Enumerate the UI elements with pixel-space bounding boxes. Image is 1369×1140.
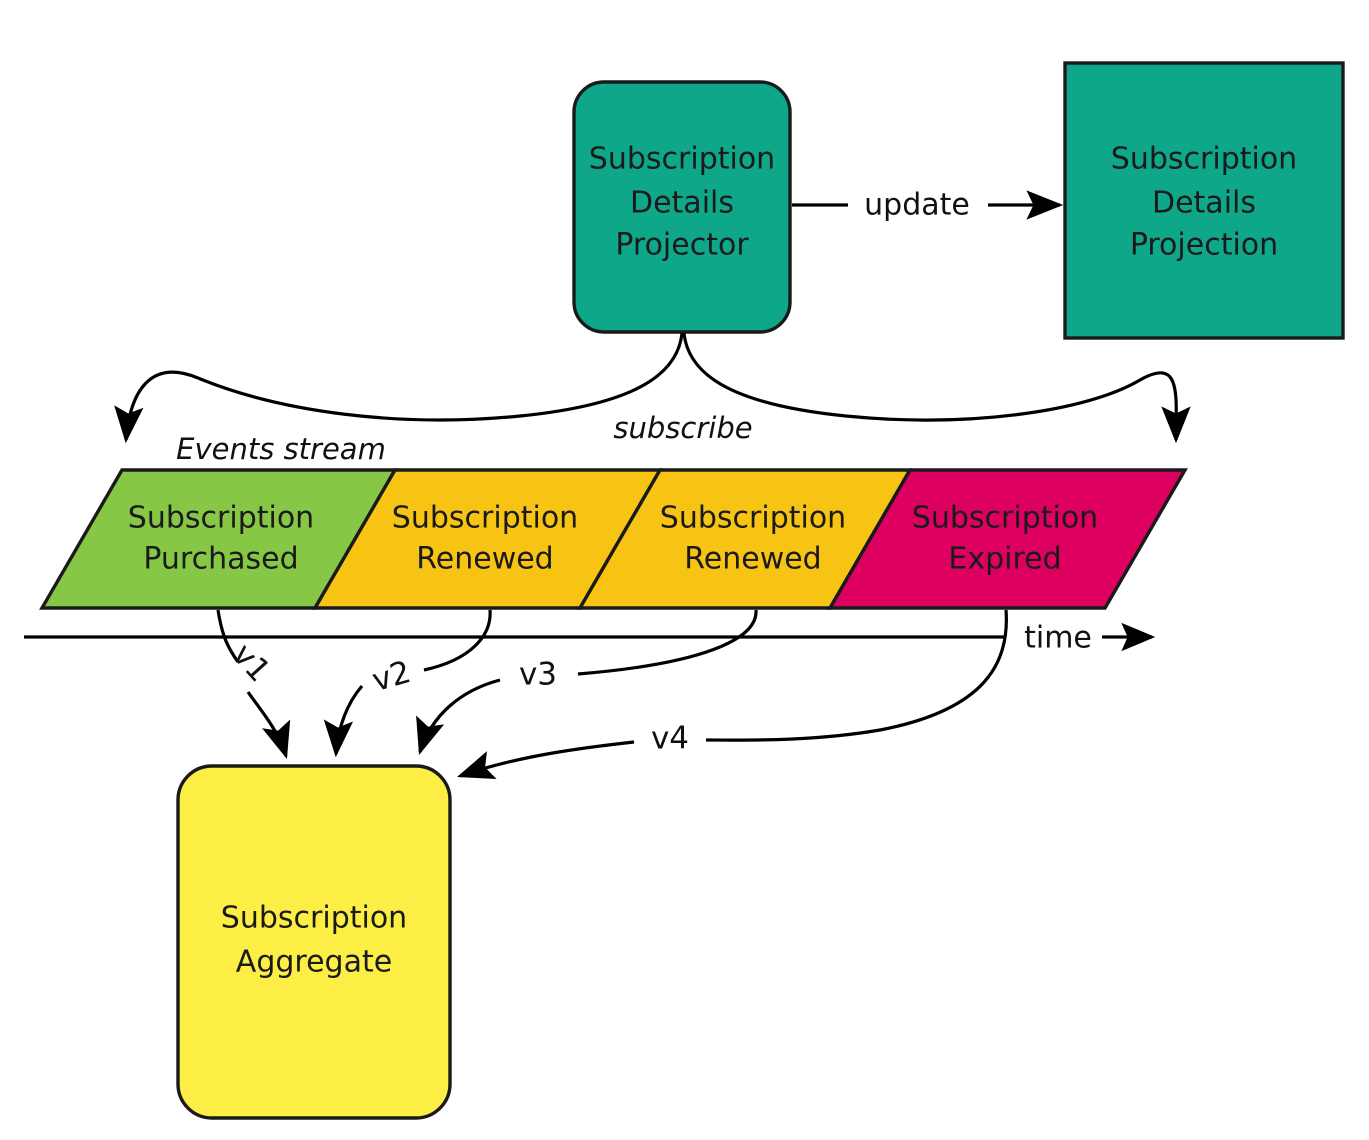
v4-line-lower-arrow	[456, 740, 635, 779]
event-label-2-line1: Subscription	[660, 501, 846, 536]
version-edge-v4: v4	[456, 609, 1008, 779]
projector-label-line1: Subscription	[589, 142, 775, 177]
subscribe-arrow-left	[114, 332, 684, 444]
update-label: update	[864, 188, 970, 223]
event-segment-1[interactable]: Subscription Renewed	[312, 468, 663, 610]
v4-label: v4	[651, 721, 689, 757]
event-label-1-line1: Subscription	[392, 501, 578, 536]
version-edge-v2: v2	[323, 609, 492, 758]
events-stream-label: Events stream	[176, 432, 386, 466]
aggregate-label-line1: Subscription	[221, 901, 407, 936]
event-label-1-line2: Renewed	[416, 542, 553, 577]
v3-line-lower-arrow	[416, 678, 501, 756]
subscribe-arrow-right	[682, 332, 1191, 444]
event-shape-3[interactable]	[827, 468, 1188, 610]
v1-label: v1	[225, 637, 277, 689]
v1-line-upper	[216, 609, 240, 663]
aggregate-box[interactable]	[176, 764, 452, 1120]
v3-label: v3	[519, 657, 557, 693]
event-label-3-line2: Expired	[948, 542, 1061, 577]
event-label-2-line2: Renewed	[684, 542, 821, 577]
event-label-0-line1: Subscription	[128, 501, 314, 536]
v2-line-upper	[423, 609, 492, 672]
v2-line-lower-arrow	[323, 684, 364, 758]
projection-label-line2: Details	[1152, 186, 1256, 221]
event-segment-0[interactable]: Subscription Purchased	[39, 468, 398, 610]
projector-label-line2: Details	[630, 186, 734, 221]
projection-label-line3: Projection	[1130, 228, 1278, 263]
projector-box[interactable]	[572, 80, 792, 334]
v1-line-lower-arrow	[246, 691, 291, 760]
edge-update: update	[792, 188, 1064, 223]
node-subscription-details-projector[interactable]: Subscription Details Projector	[572, 80, 792, 334]
v2-label: v2	[368, 654, 415, 699]
event-label-0-line2: Purchased	[143, 542, 298, 577]
event-label-3-line1: Subscription	[912, 501, 1098, 536]
projection-box[interactable]	[1063, 61, 1345, 340]
projection-label-line1: Subscription	[1111, 142, 1297, 177]
event-segment-3[interactable]: Subscription Expired	[827, 468, 1188, 610]
aggregate-label-line2: Aggregate	[236, 945, 392, 980]
events-stream: Subscription Purchased Subscription Rene…	[39, 468, 1188, 610]
v4-line-upper	[705, 609, 1008, 742]
node-subscription-aggregate[interactable]: Subscription Aggregate	[176, 764, 452, 1120]
subscribe-label: subscribe	[613, 411, 752, 445]
v3-line-upper	[577, 609, 758, 676]
version-edge-v3: v3	[416, 609, 758, 756]
version-edge-v1: v1	[216, 609, 291, 760]
time-axis-label: time	[1024, 621, 1092, 656]
node-subscription-details-projection[interactable]: Subscription Details Projection	[1063, 61, 1345, 340]
projector-label-line3: Projector	[615, 228, 749, 263]
time-axis: time	[24, 621, 1156, 656]
edge-subscribe: subscribe	[114, 332, 1191, 445]
